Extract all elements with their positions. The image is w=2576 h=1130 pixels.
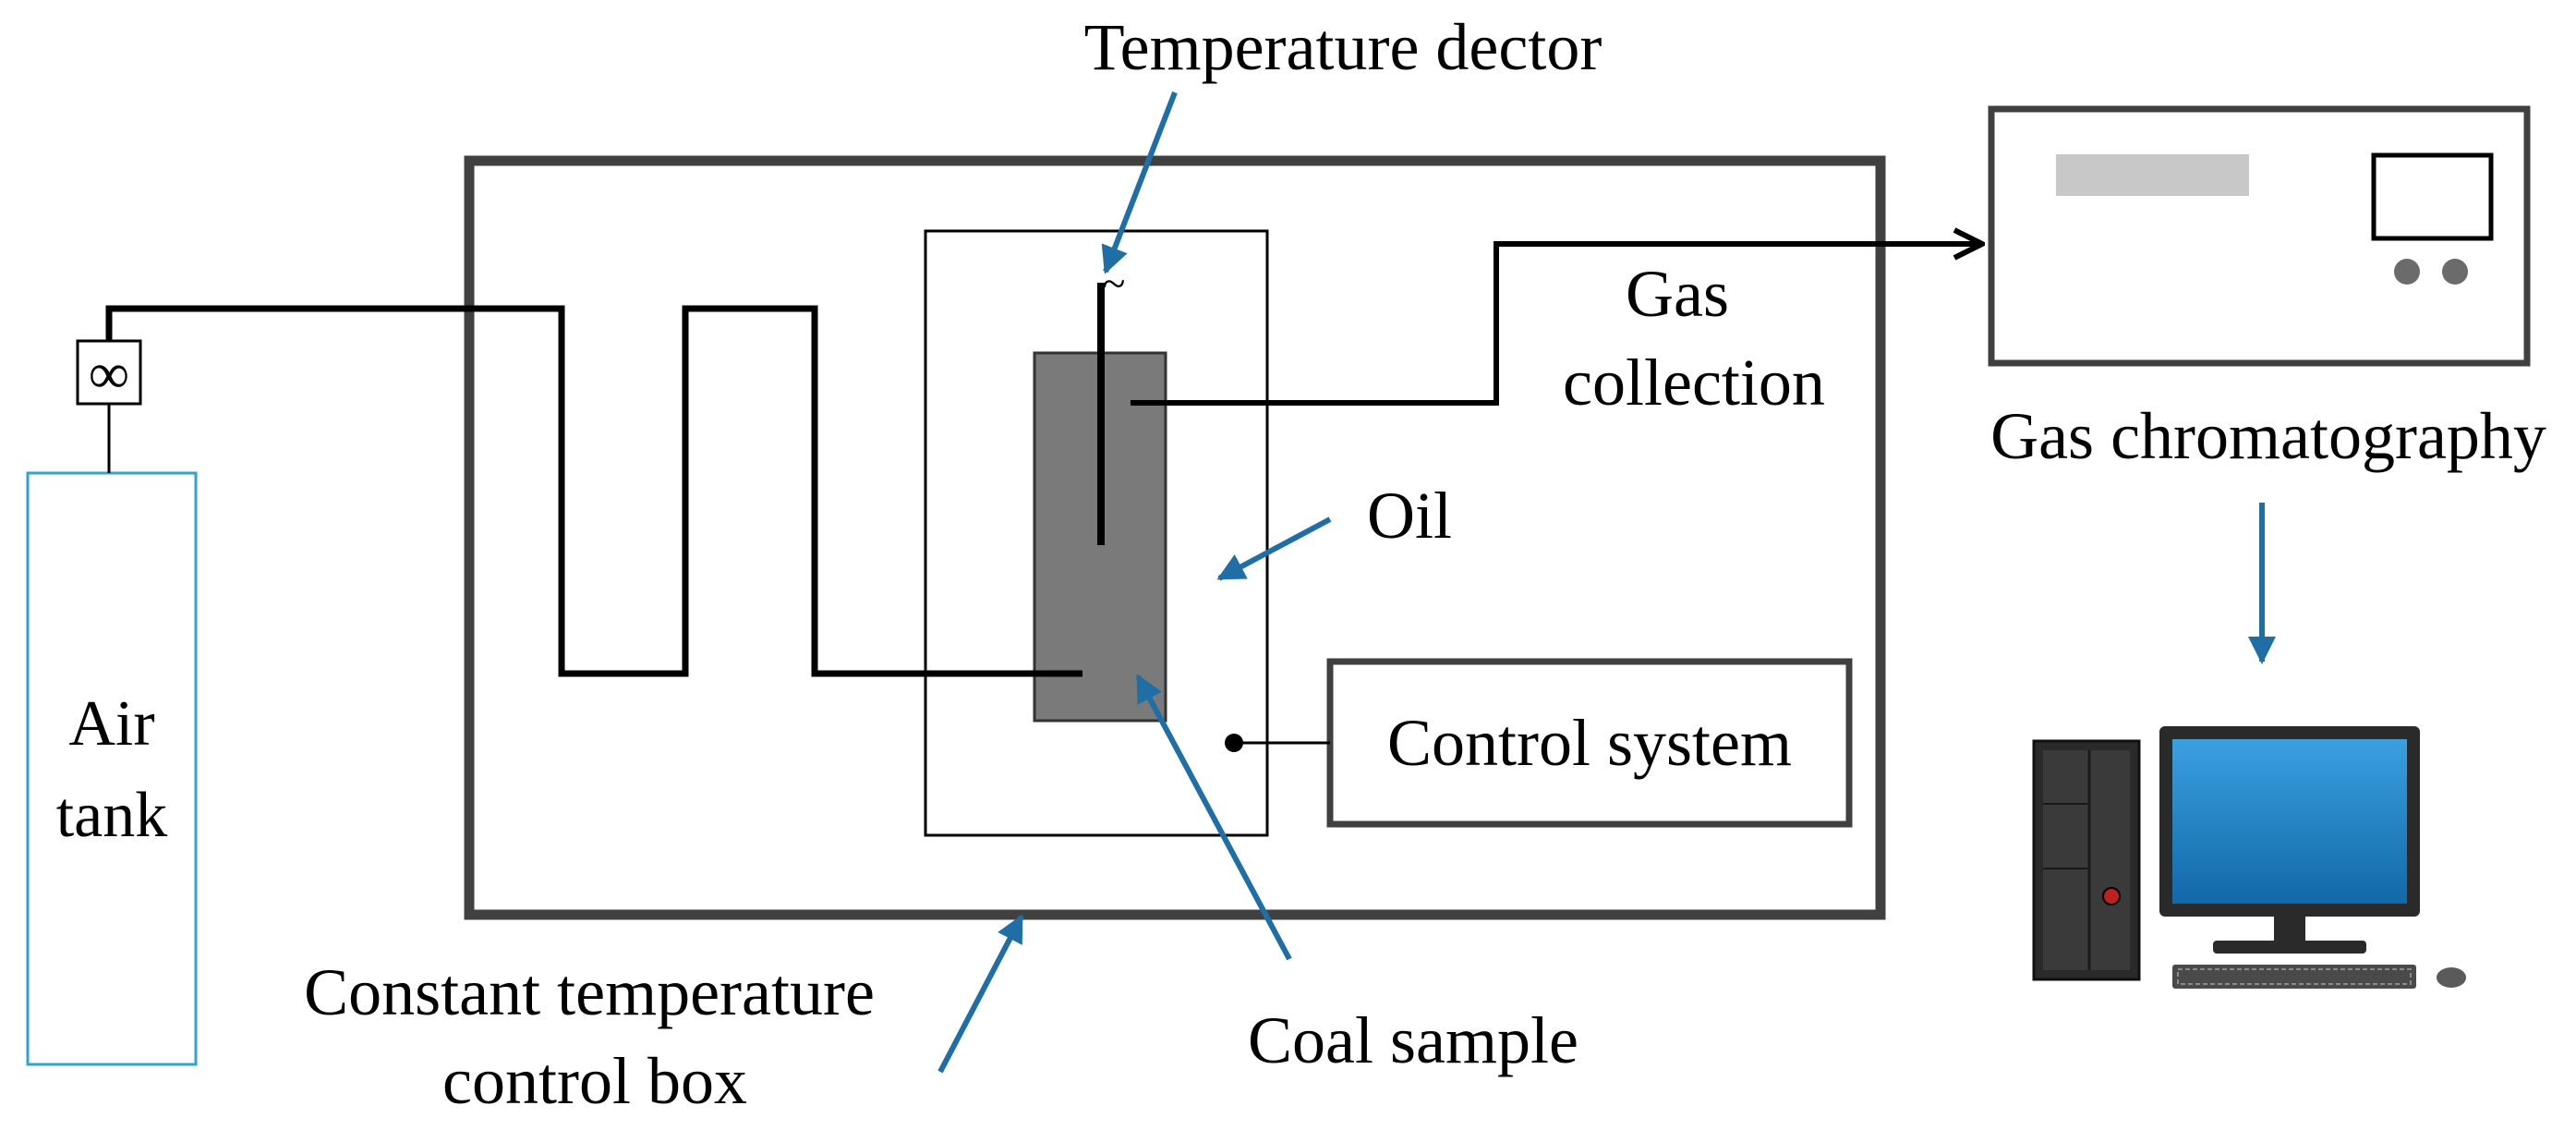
gas-chromatograph [1988, 105, 2531, 367]
constant-temperature-box-arrow [937, 914, 1024, 1074]
flowmeter-body [76, 339, 142, 406]
air-tank-label-line2: tank [56, 780, 168, 851]
coal-sample-arrow [1135, 674, 1292, 961]
temperature-detector-label: Temperature dector [1084, 10, 1602, 84]
air-tank [26, 471, 198, 1066]
mouse-icon [2437, 967, 2466, 988]
power-button-icon [2102, 887, 2121, 905]
flowmeter-icon: ∞ [89, 343, 129, 406]
oil-bath-container [924, 229, 1269, 837]
gas-chromatography-label: Gas chromatography [1990, 399, 2546, 473]
gas-supply-pipe [105, 305, 1082, 677]
chromatograph-knob-right [2442, 259, 2468, 285]
oil-arrow [1216, 516, 1332, 581]
control-sensor-point [1225, 734, 1243, 752]
chromatograph-knob-left [2394, 259, 2420, 285]
air-tank-label-line1: Air [68, 688, 154, 759]
oil-label: Oil [1367, 479, 1452, 553]
computer-tower [2032, 739, 2141, 981]
control-system-label: Control system [1387, 706, 1792, 780]
keyboard [2172, 965, 2416, 989]
gas-collection-label-line2: collection [1563, 346, 1825, 419]
gas-collection-label-line1: Gas [1626, 257, 1729, 331]
gas-outlet-pipe [1131, 244, 1982, 406]
constant-temperature-box [464, 155, 1886, 920]
computer-monitor [2159, 726, 2420, 954]
computer [2032, 726, 2466, 989]
coal-sample-label: Coal sample [1248, 1003, 1578, 1077]
chromatograph-display-panel [2056, 154, 2249, 196]
monitor-screen [2172, 739, 2407, 904]
chromatograph-body [1988, 105, 2531, 367]
constant-temperature-box-label-line1: Constant temperature [304, 955, 875, 1029]
chromatograph-screen [2371, 152, 2494, 241]
constant-temperature-box-label-line2: control box [442, 1044, 747, 1118]
temperature-detector-arrow [1101, 91, 1178, 274]
flowmeter: ∞ [76, 339, 142, 406]
